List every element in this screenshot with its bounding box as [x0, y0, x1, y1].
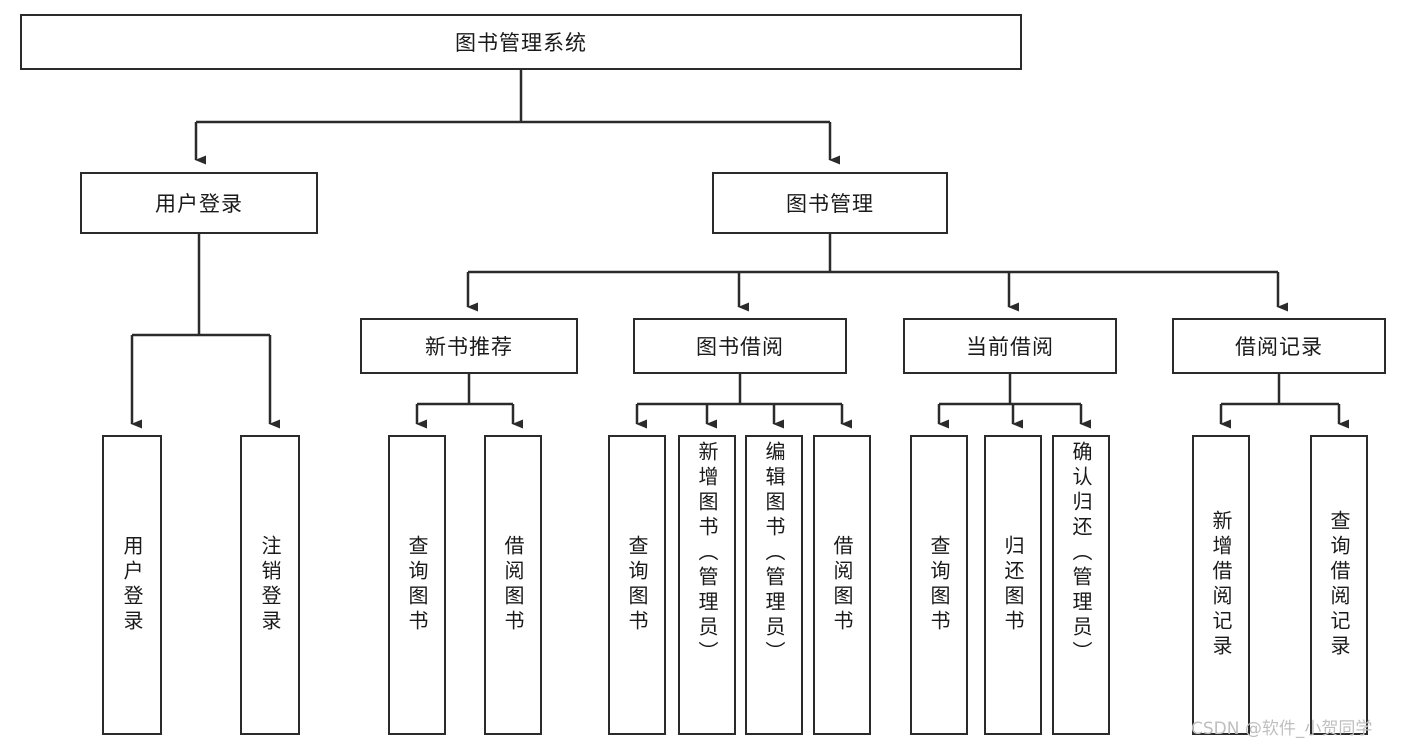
- leaf-label: 用户登录: [120, 535, 144, 635]
- leaf-label: 借阅图书: [830, 535, 854, 635]
- node-book-borrow[interactable]: 图书借阅: [633, 318, 847, 374]
- leaf-label: 查询图书: [927, 535, 951, 635]
- node-borrow-record-label: 借阅记录: [1235, 335, 1323, 359]
- node-borrow-record[interactable]: 借阅记录: [1172, 318, 1386, 374]
- leaf-node[interactable]: 归还图书: [984, 435, 1042, 735]
- leaf-label: 注销登录: [258, 535, 282, 635]
- leaf-node[interactable]: 注销登录: [240, 435, 300, 735]
- node-new-book-recommend[interactable]: 新书推荐: [360, 318, 578, 374]
- node-user-login[interactable]: 用户登录: [80, 172, 318, 234]
- leaf-node[interactable]: 借阅图书: [813, 435, 871, 735]
- leaf-node[interactable]: 查询图书: [910, 435, 968, 735]
- node-root[interactable]: 图书管理系统: [20, 14, 1022, 70]
- leaf-node[interactable]: 查询借阅记录: [1310, 435, 1368, 735]
- node-book-management[interactable]: 图书管理: [712, 172, 948, 234]
- watermark-text: CSDN @软件_小贺同学: [1191, 719, 1373, 739]
- node-book-borrow-label: 图书借阅: [696, 335, 784, 359]
- node-current-borrow[interactable]: 当前借阅: [903, 318, 1117, 374]
- node-new-book-recommend-label: 新书推荐: [425, 335, 513, 359]
- node-root-label: 图书管理系统: [455, 31, 587, 55]
- leaf-label: 查询图书: [405, 535, 429, 635]
- leaf-node[interactable]: 新增图书（管理员）: [678, 435, 736, 735]
- leaf-node[interactable]: 借阅图书: [484, 435, 542, 735]
- leaf-node[interactable]: 确认归还（管理员）: [1052, 435, 1110, 735]
- leaf-label: 借阅图书: [501, 535, 525, 635]
- leaf-label: 新增借阅记录: [1209, 510, 1233, 660]
- leaf-label: 查询借阅记录: [1327, 510, 1351, 660]
- leaf-label: 新增图书（管理员）: [695, 441, 719, 666]
- leaf-node[interactable]: 新增借阅记录: [1192, 435, 1250, 735]
- leaf-label: 确认归还（管理员）: [1069, 441, 1093, 666]
- leaf-node[interactable]: 查询图书: [388, 435, 446, 735]
- leaf-label: 归还图书: [1001, 535, 1025, 635]
- node-user-login-label: 用户登录: [155, 192, 243, 216]
- leaf-node[interactable]: 查询图书: [608, 435, 666, 735]
- leaf-node[interactable]: 编辑图书（管理员）: [745, 435, 803, 735]
- leaf-node[interactable]: 用户登录: [102, 435, 162, 735]
- leaf-label: 查询图书: [625, 535, 649, 635]
- node-book-management-label: 图书管理: [786, 192, 874, 216]
- leaf-label: 编辑图书（管理员）: [762, 441, 786, 666]
- node-current-borrow-label: 当前借阅: [966, 335, 1054, 359]
